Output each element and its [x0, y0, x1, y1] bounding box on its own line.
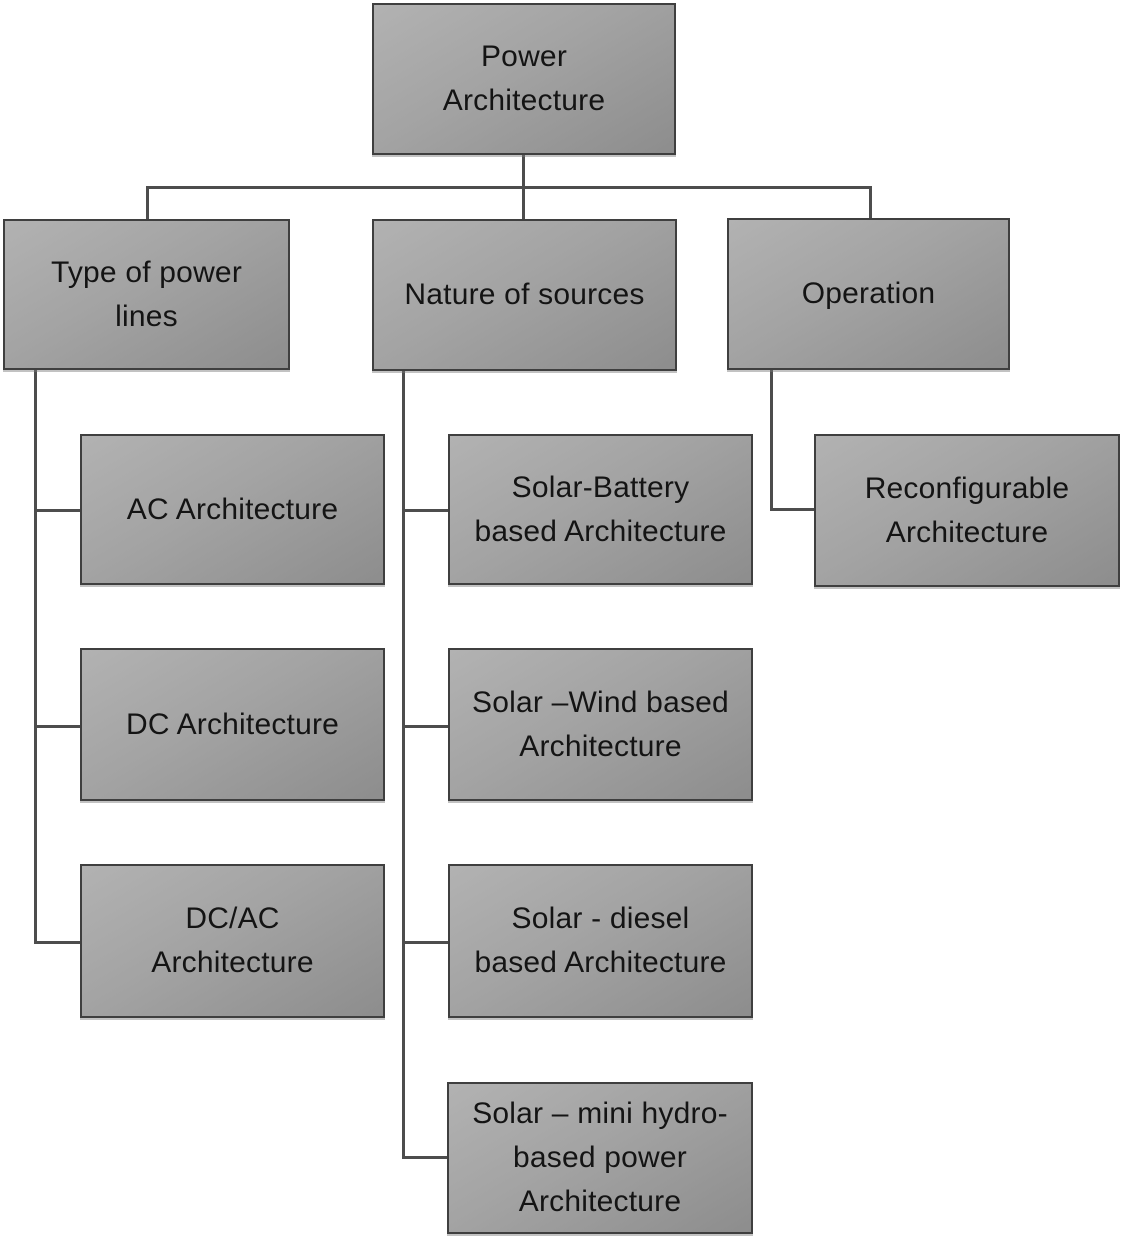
connector-trunk-type-of-power-lines — [34, 369, 37, 944]
connector-drop-nature-of-sources — [522, 186, 525, 220]
connector-stub-solar-wind — [402, 725, 448, 728]
node-label-line: AC Architecture — [126, 492, 339, 526]
connector-stub-solar-diesel — [402, 941, 448, 944]
node-label-line: Nature of sources — [404, 278, 645, 311]
node-label-line: based Architecture — [474, 514, 727, 548]
node-dc-ac-architecture: DC/AC Architecture — [80, 864, 385, 1018]
node-label-line: Solar – mini hydro- — [472, 1097, 728, 1130]
node-label-line: Solar-Battery — [511, 470, 690, 504]
node-type-of-power-lines: Type of power lines — [3, 219, 290, 370]
node-label-line: Architecture — [151, 946, 314, 979]
node-label-line: lines — [115, 299, 178, 333]
node-solar-diesel-architecture: Solar - diesel based Architecture — [448, 864, 753, 1018]
node-label-line: Operation — [801, 277, 936, 310]
node-solar-wind-architecture: Solar –Wind based Architecture — [448, 648, 753, 801]
node-label-line: DC/AC — [185, 902, 280, 935]
node-label-line: Architecture — [519, 729, 682, 763]
node-solar-mini-hydro-architecture: Solar – mini hydro- based power Architec… — [447, 1082, 753, 1234]
node-nature-of-sources: Nature of sources — [372, 219, 677, 371]
node-label-line: DC Architecture — [125, 707, 340, 741]
connector-stub-solar-battery — [402, 509, 448, 512]
node-label-line: Type of power — [50, 255, 243, 289]
node-label-line: Power — [480, 40, 568, 73]
connector-root-horizontal — [146, 186, 872, 189]
connector-drop-type-of-power-lines — [146, 186, 149, 220]
connector-trunk-operation — [770, 369, 773, 511]
connector-stub-reconfigurable — [770, 508, 814, 511]
connector-trunk-nature-of-sources — [402, 370, 405, 1159]
node-solar-battery-architecture: Solar-Battery based Architecture — [448, 434, 753, 585]
connector-stub-dc-ac-architecture — [34, 941, 80, 944]
connector-stub-solar-mini-hydro — [402, 1156, 448, 1159]
node-label-line: based Architecture — [474, 946, 727, 979]
connector-drop-operation — [869, 186, 872, 219]
node-label-line: Solar - diesel — [511, 902, 690, 935]
node-label-line: based power — [513, 1141, 687, 1174]
node-label-line: Reconfigurable — [864, 471, 1070, 505]
node-label-line: Architecture — [518, 1185, 682, 1218]
node-label-line: Architecture — [885, 515, 1049, 549]
node-operation: Operation — [727, 218, 1010, 370]
node-label-line: Architecture — [442, 84, 606, 117]
node-reconfigurable-architecture: Reconfigurable Architecture — [814, 434, 1120, 587]
connector-stub-dc-architecture — [34, 725, 80, 728]
connector-root-stem — [522, 155, 525, 189]
node-power-architecture: Power Architecture — [372, 3, 676, 155]
connector-stub-ac-architecture — [34, 509, 80, 512]
node-dc-architecture: DC Architecture — [80, 648, 385, 801]
node-label-line: Solar –Wind based — [472, 685, 729, 719]
node-ac-architecture: AC Architecture — [80, 434, 385, 585]
